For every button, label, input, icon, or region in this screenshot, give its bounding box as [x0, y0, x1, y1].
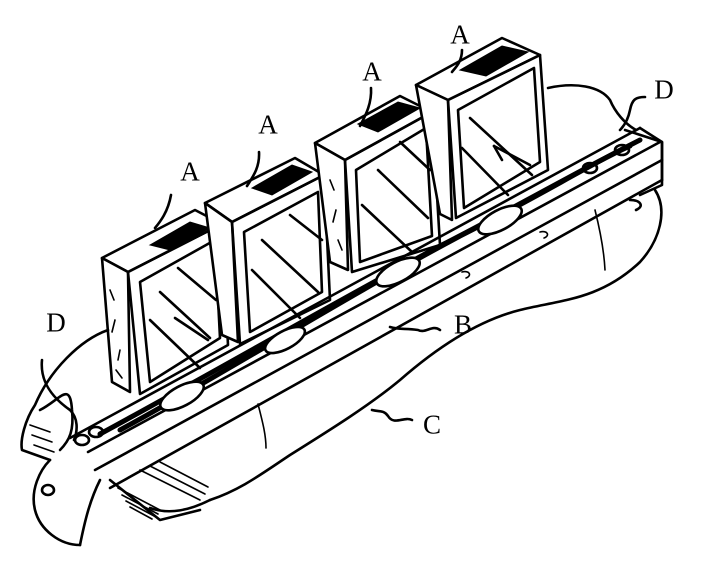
label-b-rail: B	[453, 309, 473, 340]
right-end-fitting	[581, 128, 664, 212]
leader-lines	[40, 48, 647, 442]
label-d-right-fitting: D	[654, 74, 674, 105]
rail-bar	[68, 126, 664, 490]
label-d-left-fitting: D	[46, 307, 66, 338]
label-c-body: C	[422, 409, 442, 440]
support-body	[108, 84, 663, 522]
label-a-panel-1: A	[180, 156, 200, 187]
label-a-panel-4: A	[450, 19, 470, 50]
panel-3	[313, 94, 442, 274]
label-a-panel-2: A	[258, 109, 278, 140]
left-end-fitting	[20, 328, 110, 547]
panel-2	[203, 156, 332, 346]
panel-4	[414, 36, 550, 222]
panel-1	[100, 208, 230, 396]
label-a-panel-3: A	[362, 56, 382, 87]
panel-sockets	[158, 204, 524, 412]
